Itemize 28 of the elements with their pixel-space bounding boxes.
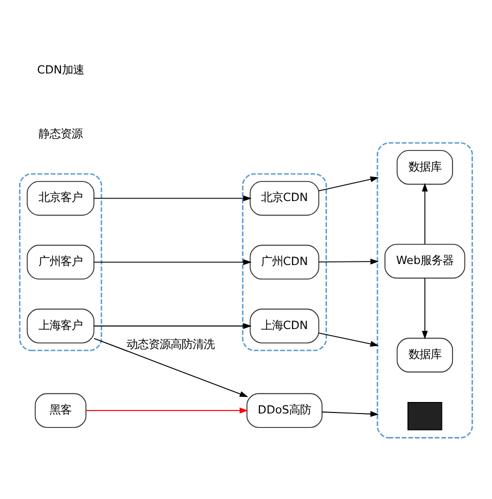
arrow: [318, 332, 379, 347]
arrow: [94, 323, 252, 329]
node-box: 广州客户: [26, 244, 94, 280]
node-box: 北京CDN: [250, 180, 320, 216]
node-box: [407, 402, 442, 430]
arrow: [318, 258, 379, 265]
arrow: [94, 338, 248, 398]
node-box: 黑客: [34, 393, 86, 428]
node-box: 数据库: [396, 150, 454, 185]
node-box: 广州CDN: [250, 244, 320, 280]
arrow: [422, 183, 428, 244]
arrow: [94, 259, 252, 266]
node-box: 上海客户: [26, 308, 94, 344]
node-box: 北京客户: [26, 180, 94, 216]
node-box: Web服务器: [384, 244, 466, 279]
arrow: [94, 195, 252, 202]
edge-label: 动态资源高防清洗: [126, 338, 214, 352]
cluster: [19, 173, 102, 352]
label: CDN加速: [37, 64, 84, 77]
arrow: [422, 278, 428, 340]
arrow: [318, 176, 379, 192]
node-box: 上海CDN: [250, 308, 320, 344]
cluster: [376, 142, 473, 438]
arrow: [86, 408, 248, 414]
arrow: [322, 411, 379, 417]
node-box: 数据库: [396, 338, 454, 372]
label: 静态资源: [38, 127, 83, 140]
node-box: DDoS高防: [246, 393, 323, 428]
